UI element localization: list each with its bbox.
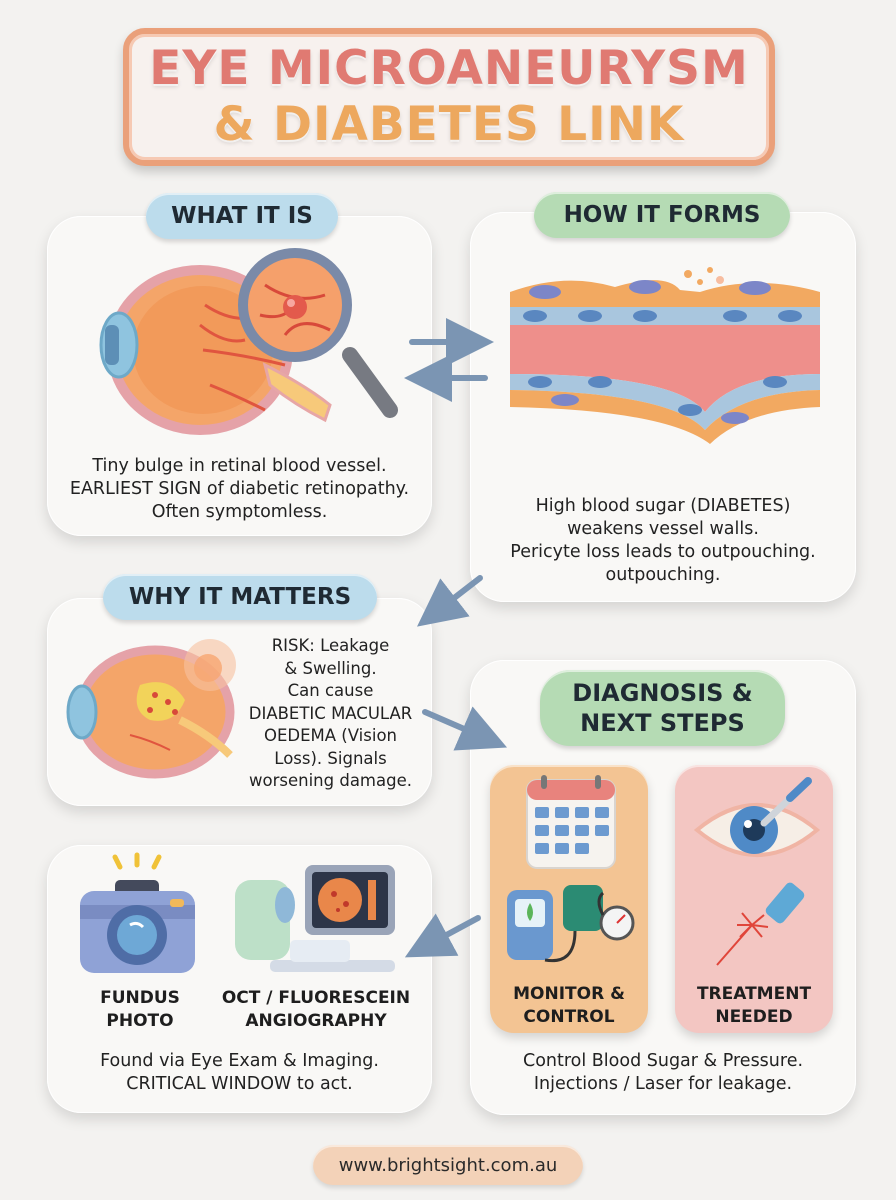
title-line-2: & DIABETES LINK (213, 97, 685, 152)
monitor-label-line-1: MONITOR & (513, 984, 625, 1004)
what-it-is-heading: WHAT IT IS (146, 193, 338, 239)
how-it-forms-line-1: High blood sugar (DIABETES) (535, 496, 791, 516)
why-it-matters-line-2: & Swelling. (284, 658, 377, 678)
monitor-label-line-2: CONTROL (523, 1007, 615, 1027)
how-it-forms-line-3: Pericyte loss leads to outpouching. (510, 542, 816, 562)
oct-label: OCT / FLUORESCEIN ANGIOGRAPHY (210, 987, 422, 1033)
imaging-line-2: CRITICAL WINDOW to act. (126, 1074, 353, 1094)
blood-vessel-wall-icon (510, 267, 820, 444)
website-url[interactable]: www.brightsight.com.au (313, 1145, 583, 1185)
why-it-matters-line-4: DIABETIC MACULAR (248, 703, 413, 723)
arrow-down-right-icon (422, 706, 508, 751)
treatment-label-line-2: NEEDED (715, 1007, 793, 1027)
diagnosis-line-1: Control Blood Sugar & Pressure. (522, 1051, 804, 1071)
what-it-is-line-2: EARLIEST SIGN of diabetic retinopathy. (69, 479, 410, 499)
imaging-line-1: Found via Eye Exam & Imaging. (100, 1051, 379, 1071)
how-it-forms-heading: HOW IT FORMS (534, 192, 790, 238)
why-it-matters-description: RISK: Leakage & Swelling. Can cause DIAB… (238, 635, 423, 793)
title-line-1: EYE MICROANEURYSM (149, 41, 749, 96)
title-banner: EYE MICROANEURYSM & DIABETES LINK (123, 28, 775, 166)
what-it-is-line-3: Often symptomless. (151, 502, 328, 522)
diagnosis-heading: DIAGNOSIS & NEXT STEPS (540, 670, 785, 746)
fundus-photo-label: FUNDUS PHOTO (60, 987, 220, 1033)
what-it-is-line-1: Tiny bulge in retinal blood vessel. (92, 456, 387, 476)
diagnosis-line-2: Injections / Laser for leakage. (533, 1074, 793, 1094)
how-it-forms-description: High blood sugar (DIABETES) weakens vess… (475, 495, 851, 587)
imaging-description: Found via Eye Exam & Imaging. CRITICAL W… (52, 1050, 427, 1096)
why-it-matters-heading: WHY IT MATTERS (103, 574, 377, 620)
arrow-down-left-icon (417, 575, 483, 627)
diagnosis-description: Control Blood Sugar & Pressure. Injectio… (475, 1050, 851, 1096)
fundus-label-line-2: PHOTO (106, 1011, 174, 1031)
calendar-blood-pressure-monitor-icon (507, 775, 635, 963)
why-it-matters-line-3: Can cause (287, 681, 374, 700)
eye-macular-oedema-icon (66, 639, 236, 779)
diagnosis-heading-line-1: DIAGNOSIS & (572, 679, 753, 707)
eye-cross-section-magnifier-icon (99, 248, 398, 435)
monitor-control-label: MONITOR & CONTROL (490, 983, 648, 1029)
eye-injection-laser-icon (693, 777, 821, 966)
what-it-is-description: Tiny bulge in retinal blood vessel. EARL… (52, 455, 427, 524)
diagnosis-heading-line-2: NEXT STEPS (580, 709, 745, 737)
treatment-label-line-1: TREATMENT (696, 984, 812, 1004)
why-it-matters-line-1: RISK: Leakage (271, 636, 390, 655)
how-it-forms-line-4: outpouching. (605, 565, 721, 585)
oct-label-line-1: OCT / FLUORESCEIN (221, 988, 411, 1008)
fundus-label-line-1: FUNDUS (100, 988, 180, 1008)
why-it-matters-line-5: OEDEMA (Vision (264, 726, 397, 745)
treatment-needed-label: TREATMENT NEEDED (675, 983, 833, 1029)
why-it-matters-line-6: Loss). Signals (274, 748, 387, 768)
how-it-forms-line-2: weakens vessel walls. (567, 519, 759, 539)
fundus-camera-icon (80, 852, 195, 973)
why-it-matters-line-7: worsening damage. (249, 771, 412, 790)
arrow-left-down-icon (404, 913, 481, 958)
oct-label-line-2: ANGIOGRAPHY (245, 1011, 387, 1031)
oct-scanner-icon (235, 865, 395, 972)
